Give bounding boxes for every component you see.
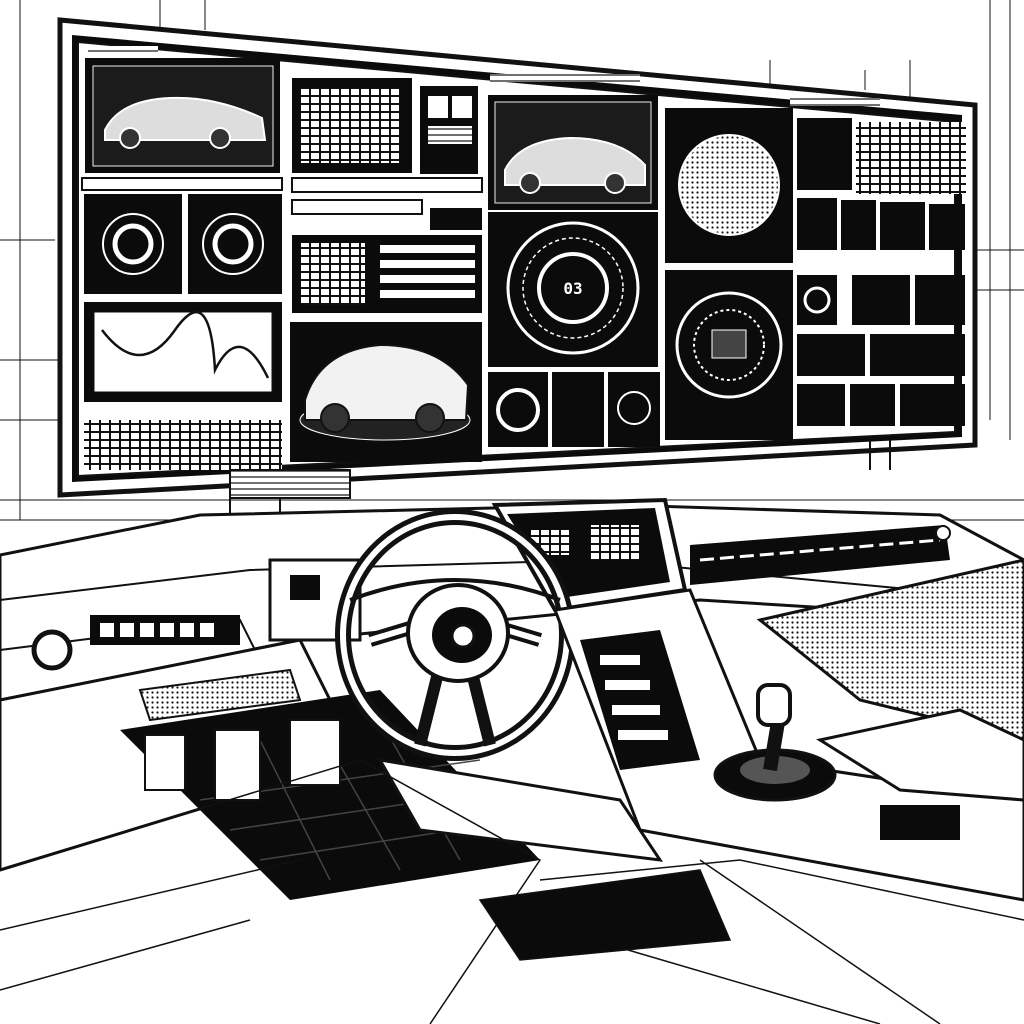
background-wireframe <box>0 0 1024 521</box>
waveform-icon <box>101 310 270 379</box>
dashboard <box>0 497 1024 1024</box>
data-grid-bottom <box>84 420 282 470</box>
wave-graph-panel[interactable] <box>84 302 282 402</box>
right-dash-strip <box>690 525 951 585</box>
sports-car-icon <box>104 96 267 149</box>
dual-gauges-panel[interactable] <box>84 194 282 294</box>
status-bar <box>291 177 483 193</box>
title-strip-left <box>88 46 158 54</box>
dial-icon <box>506 221 640 355</box>
status-bar <box>81 177 283 191</box>
planet-scan-panel[interactable] <box>665 108 793 263</box>
gauge-icon <box>102 213 264 275</box>
readout-dial-panel[interactable]: 03 <box>488 212 658 367</box>
car-render-center-panel[interactable] <box>488 95 658 210</box>
vent-knob-icon[interactable] <box>31 629 73 671</box>
display-wall: 03 <box>57 17 978 498</box>
left-control-cluster[interactable] <box>31 615 240 671</box>
speaker-icon <box>675 291 783 399</box>
dial-readout: 03 <box>563 279 582 298</box>
footwell <box>120 690 540 900</box>
bar-list-panel[interactable] <box>292 208 482 313</box>
title-strip-right <box>790 98 880 106</box>
title-strip-center <box>490 74 640 82</box>
screen-mount <box>229 440 891 530</box>
thumbnail-grid-right-panel[interactable] <box>797 118 966 426</box>
data-grid-top-panel[interactable] <box>292 78 478 174</box>
speaker-dial-panel[interactable] <box>665 270 793 440</box>
pedal-icon[interactable] <box>144 719 341 801</box>
sports-car-icon <box>304 343 470 433</box>
planet-icon <box>678 134 780 236</box>
car-render-top-left-panel[interactable] <box>85 58 280 173</box>
sports-car-icon <box>504 136 646 194</box>
floor <box>0 759 1024 1024</box>
status-bar <box>291 199 423 215</box>
gear-lever-icon[interactable] <box>713 683 837 802</box>
icon-row-center <box>488 372 660 447</box>
car-render-bottom-panel[interactable] <box>290 322 482 462</box>
passenger-area <box>756 558 1024 840</box>
